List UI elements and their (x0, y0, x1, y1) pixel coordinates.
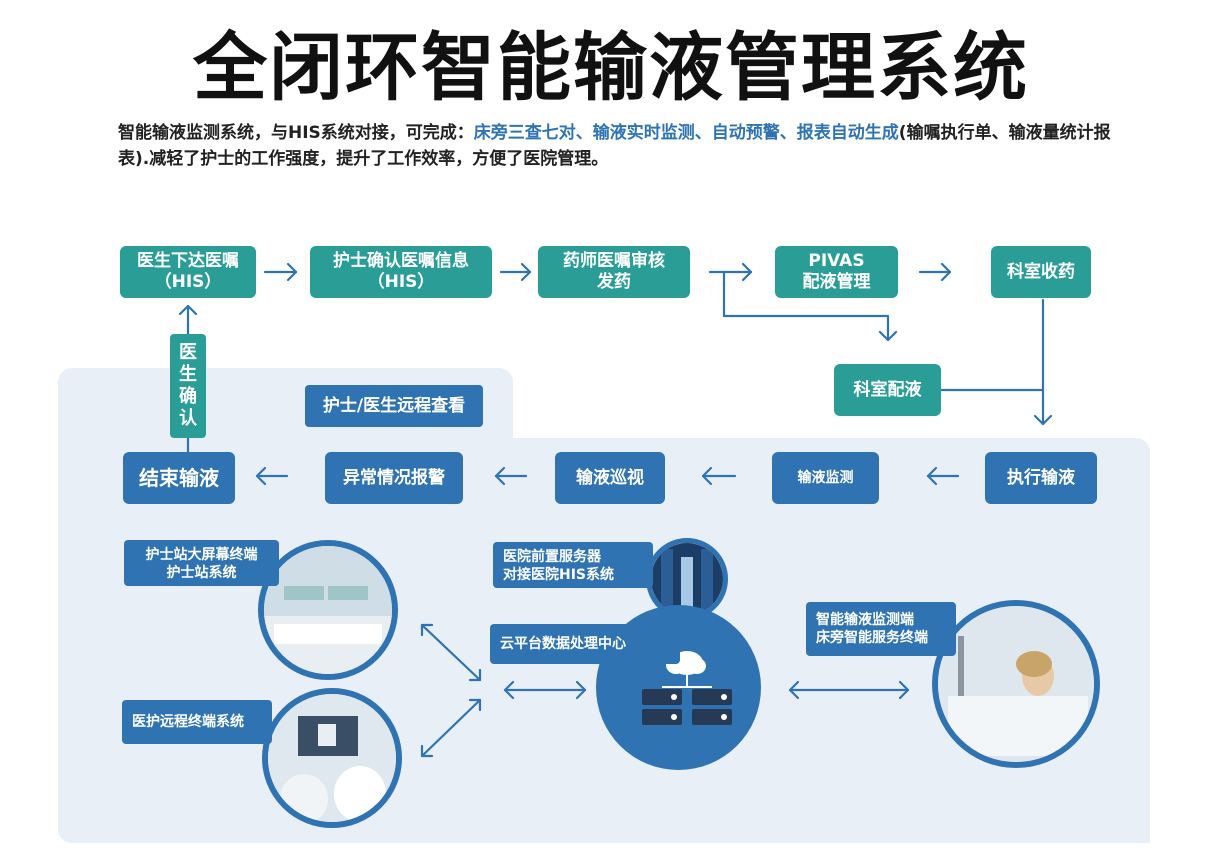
nurse-station-line2: 护士站系统 (166, 565, 237, 581)
server-room-illustration (651, 543, 723, 615)
front-server-label: 医院前置服务器 对接医院HIS系统 (493, 542, 653, 588)
nurse-confirm-line1: 护士确认医嘱信息 (333, 251, 469, 271)
remote-terminal-illustration (268, 694, 396, 822)
dept-dispense-step: 科室配液 (834, 364, 941, 416)
front-server-line2: 对接医院HIS系统 (503, 567, 615, 583)
nurse-station-line1: 护士站大屏幕终端 (145, 547, 258, 563)
bedside-patient-image (932, 600, 1100, 768)
cloud-center-label: 云平台数据处理中心 (490, 624, 680, 664)
doctor-order-step: 医生下达医嘱 （HIS） (120, 246, 256, 298)
page-title: 全闭环智能输液管理系统 (193, 25, 1029, 111)
patrol-step: 输液巡视 (555, 452, 665, 504)
arrow-right-icon (708, 262, 753, 282)
nurse-confirm-line2: （HIS） (367, 272, 435, 292)
pivas-step: PIVAS 配液管理 (775, 246, 898, 298)
bedside-patient-illustration (938, 606, 1094, 762)
intro-part2: (输嘱执行单、输液量统计报表).减轻了护士的工作强度，提升了工作效率，方便了医院… (118, 123, 1111, 169)
intro-text: 智能输液监测系统，与HIS系统对接，可完成：床旁三查七对、输液实时监测、自动预警… (118, 120, 1128, 172)
double-arrow-icon (503, 680, 587, 700)
arrow-left-icon (255, 466, 289, 486)
doctor-confirm-char: 医 (179, 342, 197, 363)
pharmacist-line1: 药师医嘱审核 (563, 251, 665, 271)
branch-connector (722, 270, 890, 342)
doctor-order-line2: （HIS） (154, 272, 222, 292)
pharmacist-review-step: 药师医嘱审核 发药 (538, 246, 690, 298)
nurse-station-illustration (264, 546, 392, 674)
bedside-line2: 床旁智能服务终端 (816, 630, 928, 646)
arrow-down-icon (1033, 414, 1053, 426)
double-arrow-icon (788, 680, 910, 700)
intro-highlight: 床旁三查七对、输液实时监测、自动预警、报表自动生成 (473, 123, 899, 143)
pivas-line1: PIVAS (808, 251, 865, 271)
doctor-confirm-char: 认 (179, 408, 197, 429)
cloud-server-icon (642, 651, 732, 725)
remote-view-step: 护士/医生远程查看 (305, 385, 483, 427)
bedside-line1: 智能输液监测端 (816, 612, 914, 628)
doctor-confirm-step: 医 生 确 认 (170, 334, 206, 438)
arrow-right-icon (499, 262, 532, 282)
doctor-order-line1: 医生下达医嘱 (137, 251, 239, 271)
doctor-confirm-char: 确 (179, 386, 197, 407)
end-infusion-step: 结束输液 (123, 452, 235, 504)
pivas-line2: 配液管理 (802, 272, 871, 292)
remote-terminal-label: 医护远程终端系统 (122, 700, 272, 744)
arrow-right-icon (918, 262, 952, 282)
arrow-down-icon (878, 330, 898, 342)
arrow-left-icon (926, 466, 960, 486)
bedside-label: 智能输液监测端 床旁智能服务终端 (806, 602, 956, 656)
intro-part1: 智能输液监测系统，与HIS系统对接，可完成： (118, 123, 474, 143)
nurse-confirm-step: 护士确认医嘱信息 （HIS） (310, 246, 492, 298)
arrow-right-icon (263, 262, 298, 282)
arrow-up-icon (178, 304, 198, 316)
front-server-line1: 医院前置服务器 (503, 549, 601, 565)
double-arrow-icon (420, 623, 482, 682)
remote-terminal-image (262, 688, 402, 828)
doctor-confirm-char: 生 (179, 364, 197, 385)
alarm-step: 异常情况报警 (325, 452, 463, 504)
arrow-left-icon (494, 466, 528, 486)
dept-receive-step: 科室收药 (991, 246, 1091, 298)
nurse-station-label: 护士站大屏幕终端 护士站系统 (124, 540, 279, 586)
execute-step: 执行输液 (985, 452, 1097, 504)
double-arrow-icon (420, 698, 482, 758)
pharmacist-line2: 发药 (597, 272, 631, 292)
arrow-left-icon (701, 466, 737, 486)
monitor-step: 输液监测 (772, 452, 879, 504)
nurse-station-image (258, 540, 398, 680)
